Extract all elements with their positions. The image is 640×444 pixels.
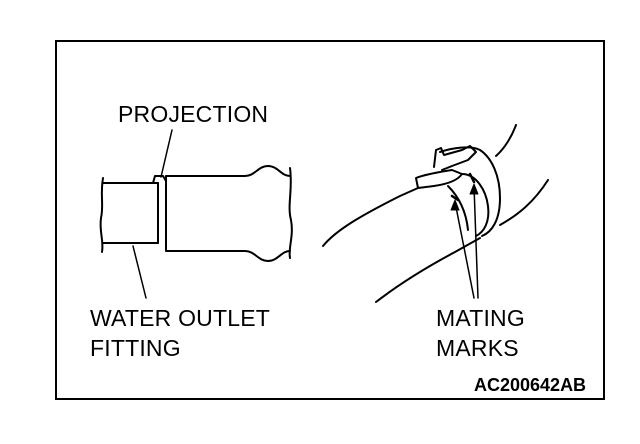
label-water-outlet-line1: WATER OUTLET [90, 305, 271, 331]
mating-mark-hose [450, 194, 460, 202]
hose-upper-edge-right [495, 124, 517, 157]
water-outlet-leader [132, 245, 147, 299]
clamp-band-outer [439, 146, 501, 237]
mating-leader-2 [473, 185, 479, 299]
hose-lower-edge [375, 237, 481, 303]
mating-arrowhead-1 [450, 199, 460, 211]
hose-upper-edge [322, 187, 419, 247]
clamp-front-line [447, 185, 469, 231]
left-figure [99, 129, 293, 299]
mating-leader-1 [454, 201, 475, 299]
label-projection: PROJECTION [118, 101, 269, 127]
hose-top-edge [165, 165, 291, 177]
projection-leader [160, 129, 173, 178]
projection-bump [152, 175, 167, 184]
hose-break-line-right [288, 167, 293, 259]
hose-lower-edge-right [499, 179, 549, 226]
diagram-frame [55, 40, 605, 400]
mating-arrowhead-2 [469, 183, 479, 195]
label-mating-line2: MARKS [436, 335, 519, 361]
clamp-ear [433, 145, 477, 171]
figure-code: AC200642AB [474, 375, 587, 395]
label-water-outlet-line2: FITTING [90, 335, 181, 361]
label-mating-line1: MATING [436, 305, 525, 331]
right-figure [322, 124, 549, 303]
pipe-break-line-left [99, 177, 104, 253]
clamp-ear-front [415, 169, 463, 189]
hose-outline [165, 175, 291, 262]
mating-mark-clamp [468, 172, 476, 184]
